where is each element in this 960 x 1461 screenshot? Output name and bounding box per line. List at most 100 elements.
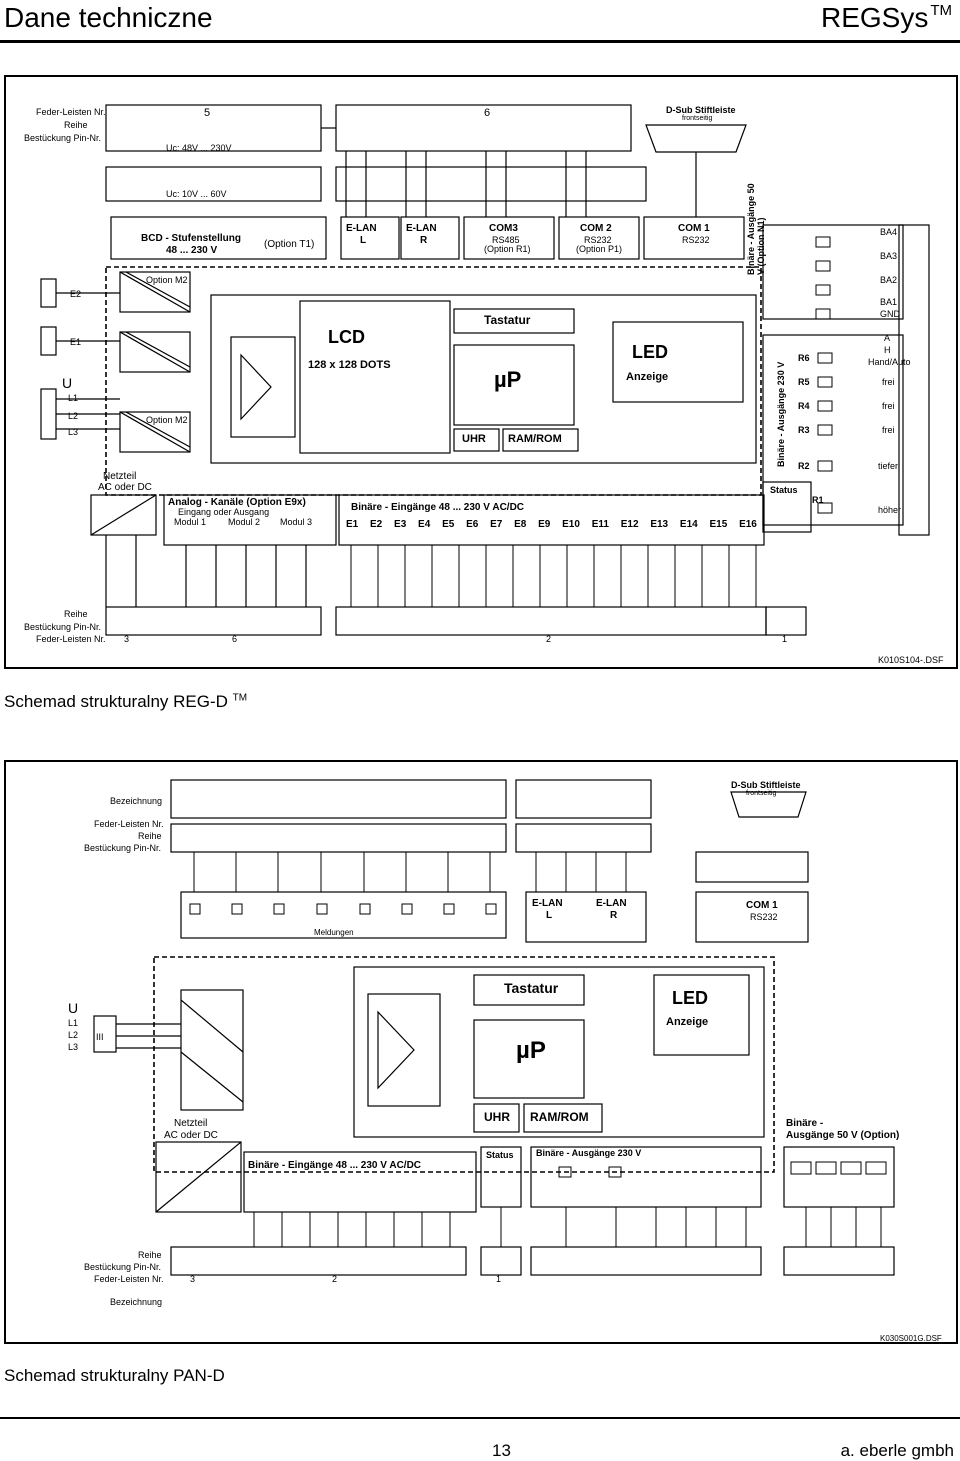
diagram-pan-d — [93, 779, 895, 1276]
pan-microprocessor: µP — [516, 1037, 546, 1064]
pan-netzteil-sub: AC oder DC — [164, 1130, 218, 1141]
elan-r: E-LAN — [406, 223, 437, 234]
relay-r5: R5 — [798, 377, 810, 387]
l2-label: L2 — [68, 411, 79, 421]
pan-roman: III — [96, 1032, 104, 1042]
led-title: LED — [632, 342, 668, 362]
bezeichnung-top: Bezeichnung — [110, 796, 163, 806]
pan-bin-out-50b: Ausgänge 50 V (Option) — [786, 1130, 900, 1141]
uc-range-1: Uc: 48V ... 230V — [166, 143, 232, 153]
pan-elan-r-letter: R — [610, 910, 618, 921]
page-title: Dane techniczne — [4, 2, 213, 33]
row-label-pin: Bestückung Pin-Nr. — [24, 133, 102, 143]
analog-title: Analog - Kanäle (Option E9x) — [168, 497, 306, 508]
pan-led: LED — [672, 988, 708, 1008]
page-number: 13 — [492, 1441, 511, 1460]
caption-reg-d: Schemad strukturalny REG-D TM — [4, 692, 248, 711]
pan-bottom-feder: Feder-Leisten Nr. — [94, 1274, 164, 1284]
elan-l-letter: L — [360, 235, 367, 246]
right-hand-auto: Hand/Auto — [868, 357, 911, 367]
pan-u-label: U — [68, 1000, 79, 1016]
relay-r1: R1 — [812, 495, 824, 505]
ba3: BA3 — [880, 251, 898, 261]
pan-feder-3: 3 — [190, 1274, 196, 1284]
led-sub: Anzeige — [626, 371, 669, 383]
bottom-pin: Bestückung Pin-Nr. — [24, 622, 102, 632]
bin-in-title: Binäre - Eingänge 48 ... 230 V AC/DC — [351, 502, 525, 513]
ba1: BA1 — [880, 297, 898, 307]
bottom-feder-1: 1 — [782, 634, 788, 644]
com2-option: (Option P1) — [576, 244, 623, 254]
pan-elan-l: E-LAN — [532, 898, 563, 909]
trademark: TM — [930, 2, 952, 19]
bezeichnung-bottom: Bezeichnung — [110, 1297, 163, 1307]
bottom-reihe: Reihe — [64, 609, 88, 619]
u-label: U — [62, 375, 73, 391]
meldungen: Meldungen — [314, 928, 354, 937]
figure-reg-d: Feder-Leisten Nr. Reihe Bestückung Pin-N… — [4, 75, 958, 669]
file-id-2: K030S001G.DSF — [880, 1334, 942, 1343]
pan-tastatur: Tastatur — [504, 980, 559, 996]
right-hoeher: höher — [878, 505, 902, 515]
option-m2-bottom: Option M2 — [146, 415, 188, 425]
group-6: 6 — [484, 107, 491, 119]
pan-l2: L2 — [68, 1030, 79, 1040]
bottom-feder-3: 3 — [124, 634, 130, 644]
bcd-option: (Option T1) — [264, 239, 315, 250]
pan-bin-in-title: Binäre - Eingänge 48 ... 230 V AC/DC — [248, 1160, 422, 1171]
row-label-feder: Feder-Leisten Nr. — [36, 107, 106, 117]
bin-out-50: Binäre - Ausgänge 50 V (Option N1) — [746, 183, 766, 275]
e1-label: E1 — [70, 337, 82, 347]
right-frei-2: frei — [882, 401, 895, 411]
com1-rs232: RS232 — [682, 235, 710, 245]
group-5: 5 — [204, 107, 211, 119]
caption-pan-d: Schemad strukturalny PAN-D — [4, 1366, 225, 1385]
option-m2-top: Option M2 — [146, 275, 188, 285]
right-tiefer: tiefer — [878, 461, 899, 471]
pan-feder-1: 1 — [496, 1274, 502, 1284]
pan-bottom-reihe: Reihe — [138, 1250, 162, 1260]
brand-text: REGSys — [820, 2, 929, 33]
lcd-sub: 128 x 128 DOTS — [308, 359, 391, 371]
relay-r6: R6 — [798, 353, 810, 363]
right-a: A — [884, 333, 891, 343]
pan-bin-out-50: Binäre - — [786, 1118, 824, 1129]
com3-option: (Option R1) — [484, 244, 531, 254]
pan-status: Status — [486, 1150, 514, 1160]
gnd: GND — [880, 309, 900, 319]
figure-pan-d: Bezeichnung Feder-Leisten Nr. Reihe Best… — [4, 760, 958, 1344]
pan-com1: COM 1 — [746, 900, 778, 911]
pan-bottom-pin: Bestückung Pin-Nr. — [84, 1262, 162, 1272]
pan-l1: L1 — [68, 1018, 79, 1028]
pan-row-reihe: Reihe — [138, 831, 162, 841]
pan-feder-2: 2 — [332, 1274, 338, 1284]
bottom-feder-2: 2 — [546, 634, 552, 644]
pan-row-feder: Feder-Leisten Nr. — [94, 819, 164, 829]
analog-sub: Eingang oder Ausgang — [178, 507, 270, 517]
elan-l: E-LAN — [346, 223, 377, 234]
netzteil-sub: AC oder DC — [98, 482, 152, 493]
pan-netzteil: Netzteil — [174, 1118, 208, 1129]
bin-in-list: E1 E2 E3 E4 E5 E6 E7 E8 E9 E10 E11 E12 E… — [346, 519, 757, 530]
pan-dsub-sub: frontseitig — [746, 790, 777, 797]
pan-ram-rom: RAM/ROM — [530, 1110, 589, 1124]
footer-rule — [0, 1417, 960, 1419]
com2-title: COM 2 — [580, 223, 612, 234]
row-label-reihe: Reihe — [64, 120, 88, 130]
relay-r4: R4 — [798, 401, 810, 411]
relay-r3: R3 — [798, 425, 810, 435]
pan-led-sub: Anzeige — [666, 1016, 709, 1028]
relay-r2: R2 — [798, 461, 810, 471]
pan-uhr: UHR — [484, 1110, 510, 1124]
tastatur: Tastatur — [484, 313, 531, 327]
header-rule — [0, 40, 960, 43]
uc-range-2: Uc: 10V ... 60V — [166, 189, 227, 199]
file-id-1: K010S104-.DSF — [878, 655, 944, 665]
com2-rs232: RS232 — [584, 235, 612, 245]
l1-label: L1 — [68, 393, 79, 403]
company-name: a. eberle gmbh — [840, 1441, 954, 1460]
dsub-sub: frontseitig — [682, 115, 713, 122]
pan-com1-rs232: RS232 — [750, 912, 778, 922]
bin-out-230: Binäre - Ausgänge 230 V — [776, 361, 786, 467]
